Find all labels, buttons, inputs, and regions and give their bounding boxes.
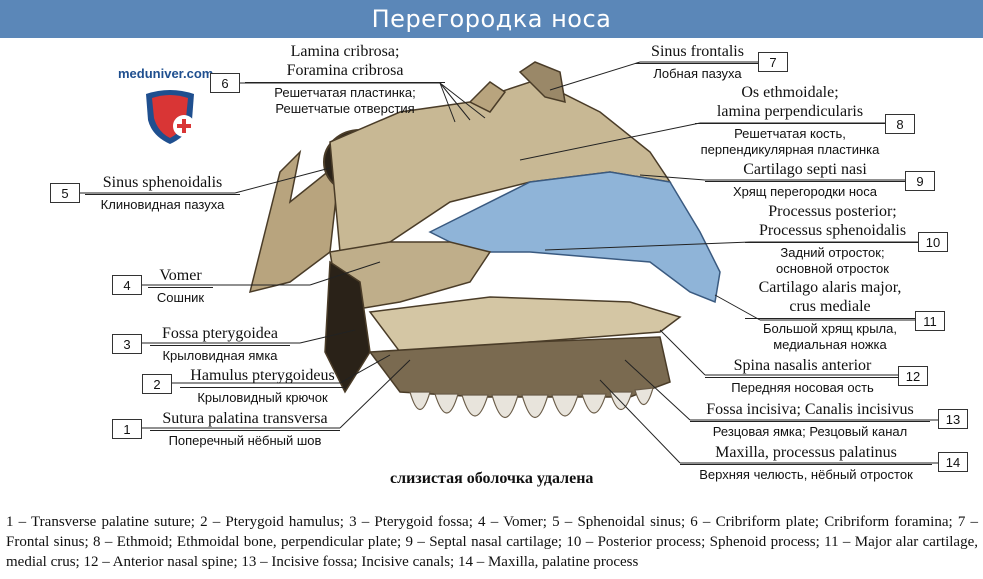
- label-separator: [705, 377, 900, 378]
- label-russian: Резцовая ямка; Резцовый канал: [712, 424, 908, 439]
- label-maxilla-palatine-process: Maxilla, processus palatinus Верхняя чел…: [680, 443, 932, 483]
- label-separator: [745, 242, 920, 243]
- label-latin: Processus sphenoidalis: [758, 222, 907, 239]
- label-separator: [680, 464, 932, 465]
- label-number-4: 4: [112, 275, 142, 295]
- label-number-2: 2: [142, 374, 172, 394]
- label-number-14: 14: [938, 452, 968, 472]
- label-separator: [245, 82, 445, 83]
- label-transverse-palatine-suture: Sutura palatina transversa Поперечный нё…: [150, 409, 340, 449]
- label-latin: Processus posterior;: [768, 203, 897, 220]
- label-latin: Cartilago septi nasi: [743, 161, 867, 178]
- label-russian: Задний отросток;: [780, 245, 885, 260]
- label-number-9: 9: [905, 171, 935, 191]
- label-russian: Решетчатые отверстия: [275, 101, 415, 116]
- label-latin: Lamina cribrosa;: [290, 43, 400, 60]
- label-separator: [148, 287, 213, 288]
- label-septal-cartilage: Cartilago septi nasi Хрящ перегородки но…: [705, 160, 905, 200]
- label-latin: Spina nasalis anterior: [733, 357, 872, 374]
- label-russian: Лобная пазуха: [653, 66, 742, 81]
- label-latin: Sutura palatina transversa: [162, 410, 328, 427]
- label-number-8: 8: [885, 114, 915, 134]
- label-latin: Fossa incisiva; Canalis incisivus: [706, 401, 914, 418]
- brand-site-name: meduniver.com: [118, 66, 214, 81]
- label-separator: [635, 63, 760, 64]
- label-russian: Клиновидная пазуха: [100, 197, 225, 212]
- shield-logo-icon: [146, 90, 195, 144]
- label-russian: основной отросток: [776, 261, 889, 276]
- label-latin: Sinus sphenoidalis: [102, 174, 223, 191]
- label-latin: Foramina cribrosa: [286, 62, 404, 79]
- page-title: Перегородка носа: [371, 5, 612, 33]
- label-separator: [745, 318, 915, 319]
- label-russian: Решетчатая кость,: [734, 126, 846, 141]
- label-pterygoid-fossa: Fossa pterygoidea Крыловидная ямка: [150, 324, 290, 364]
- label-cribriform-plate: Lamina cribrosa; Foramina cribrosa Решет…: [245, 42, 445, 117]
- label-latin: Sinus frontalis: [651, 43, 744, 60]
- label-latin: Os ethmoidale;: [741, 84, 839, 101]
- label-separator: [690, 421, 930, 422]
- label-frontal-sinus: Sinus frontalis Лобная пазуха: [635, 42, 760, 82]
- label-number-7: 7: [758, 52, 788, 72]
- label-pterygoid-hamulus: Hamulus pterygoideus Крыловидный крючок: [180, 366, 345, 406]
- figure-caption: слизистая оболочка удалена: [390, 470, 594, 487]
- label-separator: [695, 123, 885, 124]
- label-russian: Большой хрящ крыла,: [763, 321, 897, 336]
- label-russian: Передняя носовая ость: [731, 380, 874, 395]
- title-bar: Перегородка носа: [0, 0, 983, 38]
- label-number-10: 10: [918, 232, 948, 252]
- label-russian: Поперечный нёбный шов: [168, 433, 322, 448]
- label-posterior-process: Processus posterior; Processus sphenoida…: [745, 202, 920, 277]
- label-number-1: 1: [112, 419, 142, 439]
- legend-text: 1 – Transverse palatine suture; 2 – Pter…: [6, 514, 978, 570]
- label-alar-cartilage: Cartilago alaris major, crus mediale Бол…: [745, 278, 915, 353]
- label-russian: Хрящ перегородки носа: [733, 184, 877, 199]
- label-russian: Решетчатая пластинка;: [274, 85, 416, 100]
- label-number-6: 6: [210, 73, 240, 93]
- label-separator: [180, 387, 345, 388]
- label-incisive-fossa: Fossa incisiva; Canalis incisivus Резцов…: [690, 400, 930, 440]
- label-number-11: 11: [915, 311, 945, 331]
- label-sphenoidal-sinus: Sinus sphenoidalis Клиновидная пазуха: [85, 173, 240, 213]
- label-separator: [150, 345, 290, 346]
- label-number-3: 3: [112, 334, 142, 354]
- label-latin: Hamulus pterygoideus: [190, 367, 335, 384]
- label-number-13: 13: [938, 409, 968, 429]
- label-separator: [705, 181, 905, 182]
- label-russian: медиальная ножка: [773, 337, 887, 352]
- label-separator: [85, 194, 240, 195]
- label-latin: Vomer: [159, 267, 202, 284]
- label-russian: Крыловидная ямка: [162, 348, 278, 363]
- label-latin: Cartilago alaris major,: [758, 279, 902, 296]
- label-anterior-nasal-spine: Spina nasalis anterior Передняя носовая …: [705, 356, 900, 396]
- label-separator: [150, 430, 340, 431]
- label-latin: Maxilla, processus palatinus: [715, 444, 897, 461]
- label-ethmoid-perpendicular-plate: Os ethmoidale; lamina perpendicularis Ре…: [695, 83, 885, 158]
- label-number-5: 5: [50, 183, 80, 203]
- label-latin: lamina perpendicularis: [716, 103, 864, 120]
- label-latin: crus mediale: [789, 298, 871, 315]
- label-russian: Верхняя челюсть, нёбный отросток: [699, 467, 913, 482]
- label-number-12: 12: [898, 366, 928, 386]
- label-russian: Сошник: [156, 290, 205, 305]
- label-russian: Крыловидный крючок: [197, 390, 328, 405]
- label-russian: перпендикулярная пластинка: [700, 142, 880, 157]
- label-vomer: Vomer Сошник: [148, 266, 213, 306]
- label-latin: Fossa pterygoidea: [162, 325, 278, 342]
